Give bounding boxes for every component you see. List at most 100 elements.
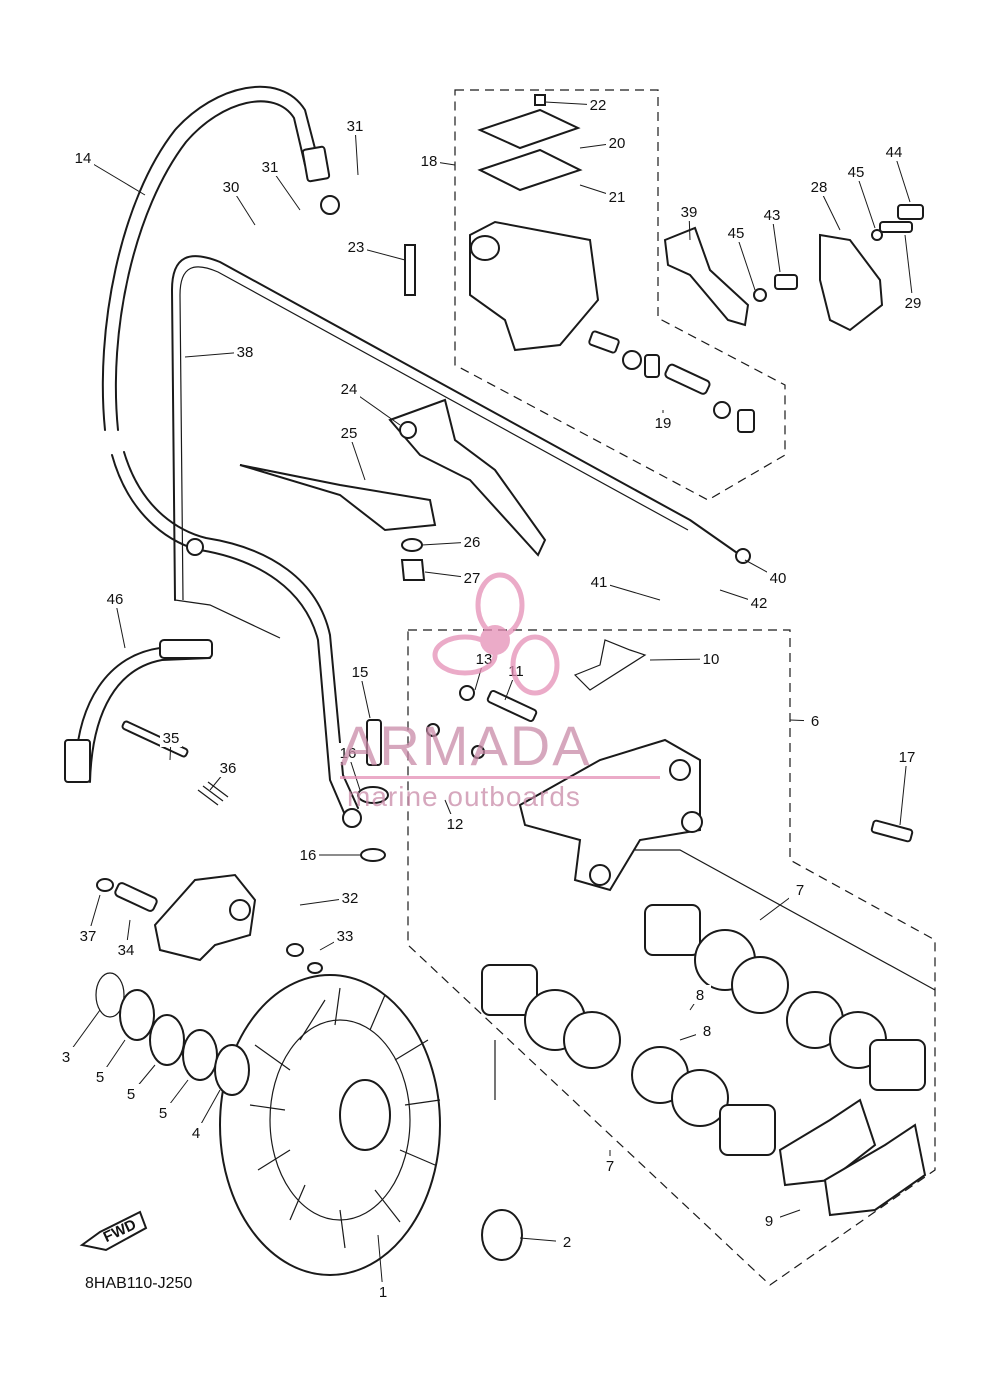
callout-backdrop — [344, 116, 366, 135]
callout-number: 37 — [80, 928, 97, 945]
callout-backdrop — [587, 95, 609, 114]
callout-number: 5 — [96, 1069, 104, 1086]
callout-backdrop — [349, 662, 371, 681]
callout-backdrop — [808, 177, 830, 196]
callout-number: 9 — [765, 1213, 773, 1230]
callout-backdrop — [725, 223, 747, 242]
callout-backdrop — [761, 205, 783, 224]
callout-backdrop — [55, 1047, 77, 1066]
callout-backdrop — [152, 1103, 174, 1122]
callout-number: 44 — [886, 144, 903, 161]
assembly-boundaries — [407, 89, 936, 1286]
callout-backdrop — [372, 1282, 394, 1301]
callout-backdrop — [696, 1021, 718, 1040]
boundary-master-cylinder — [454, 89, 786, 501]
leader-line — [771, 214, 781, 273]
callout-backdrop — [104, 589, 126, 608]
callout-backdrop — [444, 814, 466, 833]
callout-backdrop — [606, 187, 628, 206]
callout-backdrop — [259, 157, 281, 176]
drawing-code: 8HAB110-J250 — [85, 1275, 192, 1292]
watermark: ARMADA marine outboards — [340, 572, 660, 812]
callout-number: 2 — [563, 1234, 571, 1251]
callout-number: 20 — [609, 135, 626, 152]
brake-hose — [101, 85, 362, 828]
callout-backdrop — [896, 747, 918, 766]
callout-number: 8 — [703, 1023, 711, 1040]
callout-number: 34 — [118, 942, 135, 959]
lower-bracket — [96, 720, 323, 974]
callout-number: 45 — [728, 225, 745, 242]
callout-number: 21 — [609, 189, 626, 206]
callout-backdrop — [689, 985, 711, 1004]
callout-number: 16 — [300, 847, 317, 864]
watermark-brand: ARMADA — [340, 714, 592, 777]
callout-number: 45 — [848, 164, 865, 181]
callout-number: 14 — [75, 150, 92, 167]
callout-number: 25 — [341, 425, 358, 442]
callout-number: 30 — [223, 179, 240, 196]
callout-labels: 1234555677889101112131415161617181920212… — [55, 95, 924, 1301]
boundary-piston-set — [494, 849, 936, 1100]
callout-backdrop — [338, 423, 360, 442]
callout-backdrop — [700, 649, 722, 668]
callout-number: 33 — [337, 928, 354, 945]
callout-backdrop — [883, 142, 905, 161]
leader-line — [899, 756, 908, 826]
callout-number: 43 — [764, 207, 781, 224]
callout-backdrop — [337, 743, 359, 762]
callout-number: 41 — [591, 574, 608, 591]
throttle-lever-assembly — [663, 204, 924, 332]
callout-number: 15 — [352, 664, 369, 681]
master-cylinder — [239, 94, 755, 581]
propeller-logo — [432, 572, 560, 696]
callout-number: 32 — [342, 890, 359, 907]
callout-number: 1 — [379, 1284, 387, 1301]
callout-backdrop — [160, 728, 182, 747]
leader-line — [735, 232, 756, 291]
callout-backdrop — [418, 151, 440, 170]
callout-backdrop — [789, 880, 811, 899]
callout-backdrop — [588, 572, 610, 591]
callout-number: 3 — [62, 1049, 70, 1066]
leader-line — [855, 171, 876, 229]
callout-backdrop — [902, 293, 924, 312]
callout-number: 17 — [899, 749, 916, 766]
callout-backdrop — [120, 1084, 142, 1103]
callout-backdrop — [652, 413, 674, 432]
rings — [95, 972, 523, 1261]
callout-backdrop — [220, 177, 242, 196]
callout-number: 29 — [905, 295, 922, 312]
callout-backdrop — [767, 568, 789, 587]
brake-rotor — [219, 974, 441, 1276]
callout-backdrop — [556, 1232, 578, 1251]
pistons-and-seals — [481, 904, 926, 1156]
brake-pads — [778, 1098, 927, 1217]
callout-backdrop — [748, 593, 770, 612]
callout-backdrop — [345, 237, 367, 256]
callout-backdrop — [678, 202, 700, 221]
callout-number: 39 — [681, 204, 698, 221]
callout-backdrop — [758, 1211, 780, 1230]
leader-line — [904, 234, 914, 304]
callout-number: 38 — [237, 344, 254, 361]
callout-backdrop — [115, 940, 137, 959]
callout-number: 36 — [220, 760, 237, 777]
callout-backdrop — [339, 888, 361, 907]
boundary-caliper — [407, 629, 936, 1286]
callout-number: 46 — [107, 591, 124, 608]
callout-backdrop — [461, 532, 483, 551]
callout-backdrop — [89, 1067, 111, 1086]
callout-number: 28 — [811, 179, 828, 196]
callout-number: 19 — [655, 415, 672, 432]
callout-number: 22 — [590, 97, 607, 114]
callout-backdrop — [185, 1123, 207, 1142]
watermark-tagline: marine outboards — [347, 781, 581, 812]
callout-number: 16 — [340, 745, 357, 762]
callout-backdrop — [505, 661, 527, 680]
callout-backdrop — [804, 711, 826, 730]
callout-backdrop — [334, 926, 356, 945]
callout-backdrop — [77, 926, 99, 945]
throttle-cable — [171, 255, 751, 639]
